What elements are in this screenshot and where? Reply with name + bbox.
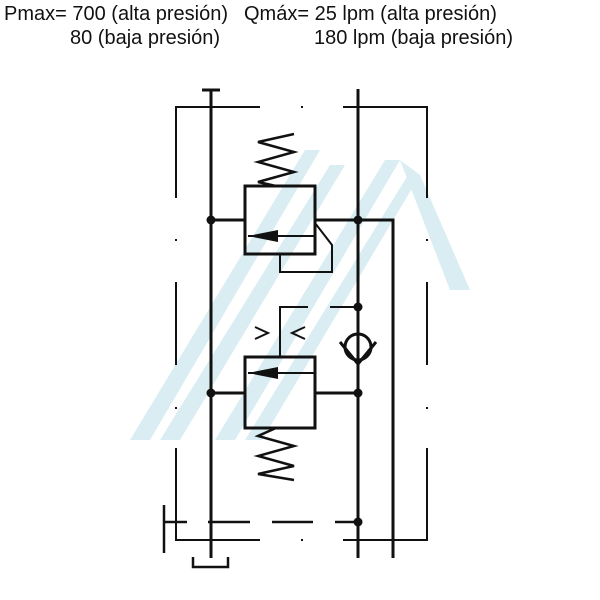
- main-lines: [202, 88, 395, 558]
- spring-icon: [253, 426, 299, 482]
- throttle-icon: [254, 326, 306, 340]
- qmax-low-pressure: 180 lpm (baja presión): [314, 27, 513, 49]
- qmax-high-pressure: Qmáx= 25 lpm (alta presión): [244, 3, 497, 25]
- check-valve-icon: [338, 332, 378, 367]
- watermark-logo: [130, 150, 470, 440]
- arrow-left-icon: [248, 230, 278, 242]
- junction-dots: [206, 215, 363, 527]
- pmax-low-pressure: 80 (baja presión): [70, 27, 221, 49]
- arrow-left-icon: [248, 367, 278, 379]
- spring-icon: [253, 132, 299, 188]
- pmax-high-pressure: Pmax= 700 (alta presión): [4, 3, 229, 25]
- drain-line: [162, 505, 358, 553]
- tank-icon: [191, 557, 230, 569]
- dashed-enclosure: [175, 106, 428, 541]
- flow-arrows: [248, 230, 278, 379]
